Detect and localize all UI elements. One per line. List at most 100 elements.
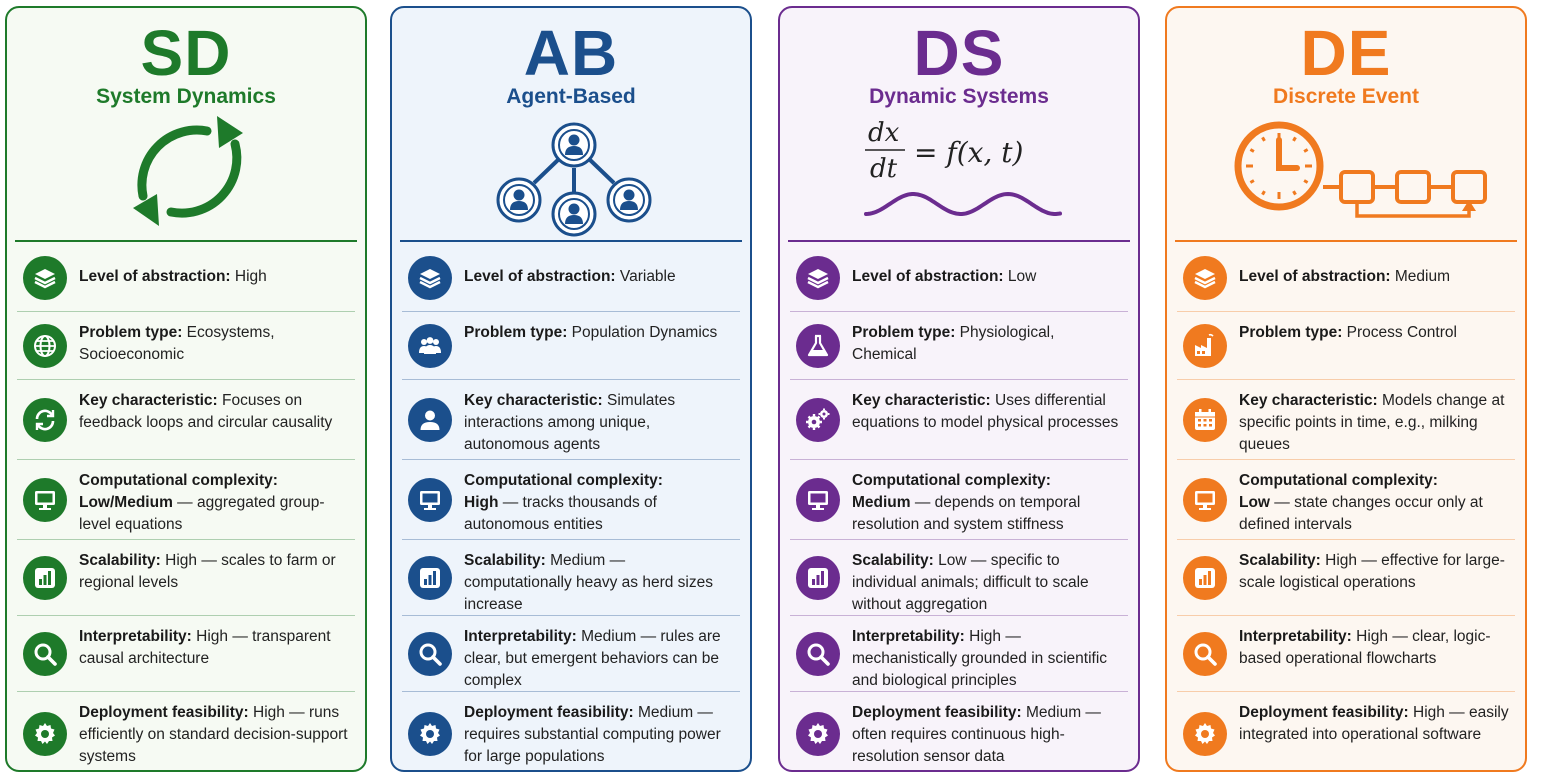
gear-icon	[796, 712, 840, 756]
monitor-icon	[23, 478, 67, 522]
attribute-list: Level of abstraction: High Problem type:…	[17, 244, 355, 770]
clock-queue-icon	[1234, 121, 1487, 218]
attribute-value: Physiological, Chemical	[852, 324, 1055, 363]
attribute-value: High — effective for large-scale logisti…	[1239, 552, 1505, 591]
attribute-text: Key characteristic: Models change at spe…	[1239, 390, 1509, 456]
attribute-row: Interpretability: High — transparent cau…	[17, 616, 355, 692]
feedback-cycle-icon	[133, 116, 243, 226]
attribute-label: Interpretability:	[1239, 628, 1352, 645]
attribute-text: Interpretability: Medium — rules are cle…	[464, 626, 734, 692]
person-icon	[408, 398, 452, 442]
flask-icon	[796, 324, 840, 368]
attribute-value: Medium — often requires continuous high-…	[852, 704, 1101, 765]
bar-chart-icon	[408, 556, 452, 600]
attribute-label: Computational complexity:	[852, 472, 1051, 489]
attribute-text: Key characteristic: Uses differential eq…	[852, 390, 1122, 434]
attribute-row: Scalability: High — scales to farm or re…	[17, 540, 355, 616]
bar-chart-icon	[1183, 556, 1227, 600]
card-ds: DS Dynamic Systems dx dt = f(x, t) Level…	[778, 6, 1140, 772]
attribute-label: Problem type:	[464, 324, 568, 341]
header-divider	[400, 240, 742, 242]
attribute-value: Medium — rules are clear, but emergent b…	[464, 628, 721, 689]
attribute-text: Deployment feasibility: Medium — often r…	[852, 702, 1122, 768]
card-subtitle: System Dynamics	[96, 85, 276, 108]
attribute-value: High — mechanistically grounded in scien…	[852, 628, 1108, 689]
attribute-text: Problem type: Population Dynamics	[464, 322, 734, 344]
card-abbreviation: DS	[913, 17, 1005, 89]
attribute-text: Computational complexity: Low — state cha…	[1239, 470, 1509, 536]
attribute-value: High — clear, logic-based operational fl…	[1239, 628, 1491, 667]
layers-icon	[408, 256, 452, 300]
attribute-text: Deployment feasibility: Medium — require…	[464, 702, 734, 768]
attribute-level: Low	[1239, 494, 1270, 511]
attribute-text: Level of abstraction: High	[79, 266, 349, 288]
attribute-value: Medium	[1390, 268, 1451, 285]
gear-icon	[408, 712, 452, 756]
attribute-row: Deployment feasibility: High — runs effi…	[17, 692, 355, 770]
header-divider	[788, 240, 1130, 242]
bar-chart-icon	[796, 556, 840, 600]
attribute-text: Interpretability: High — transparent cau…	[79, 626, 349, 670]
layers-icon	[796, 256, 840, 300]
card-abbreviation: SD	[140, 17, 232, 89]
attribute-text: Level of abstraction: Low	[852, 266, 1122, 288]
attribute-value: Focuses on feedback loops and circular c…	[79, 392, 333, 431]
gear-icon	[23, 712, 67, 756]
attribute-text: Problem type: Ecosystems, Socioeconomic	[79, 322, 349, 366]
attribute-row: Interpretability: High — mechanistically…	[790, 616, 1128, 692]
attribute-row: Level of abstraction: Low	[790, 244, 1128, 312]
sine-wave-icon	[864, 149, 1062, 216]
refresh-icon	[23, 398, 67, 442]
attribute-text: Scalability: Medium — computationally he…	[464, 550, 734, 616]
attribute-value: Process Control	[1342, 324, 1457, 341]
attribute-row: Interpretability: High — clear, logic-ba…	[1177, 616, 1515, 692]
attribute-label: Computational complexity:	[1239, 472, 1438, 489]
attribute-value: Medium — requires substantial computing …	[464, 704, 721, 765]
globe-icon	[23, 324, 67, 368]
attribute-label: Deployment feasibility:	[464, 704, 634, 721]
bar-chart-icon	[23, 556, 67, 600]
attribute-value: — tracks thousands of autonomous entitie…	[464, 494, 657, 533]
attribute-text: Scalability: High — scales to farm or re…	[79, 550, 349, 594]
monitor-icon	[408, 478, 452, 522]
attribute-label: Key characteristic:	[852, 392, 991, 409]
attribute-label: Key characteristic:	[79, 392, 218, 409]
attribute-label: Problem type:	[79, 324, 183, 341]
header-divider	[1175, 240, 1517, 242]
attribute-value: Low — specific to individual animals; di…	[852, 552, 1089, 613]
gear-icon	[1183, 712, 1227, 756]
attribute-row: Computational complexity:High — tracks t…	[402, 460, 740, 540]
attribute-value: Medium — computationally heavy as herd s…	[464, 552, 713, 613]
attribute-row: Computational complexity: Low — state cha…	[1177, 460, 1515, 540]
magnifier-icon	[23, 632, 67, 676]
attribute-text: Computational complexity:Low/Medium — ag…	[79, 470, 349, 536]
magnifier-icon	[796, 632, 840, 676]
attribute-value: Low	[1003, 268, 1037, 285]
attribute-label: Level of abstraction:	[852, 268, 1004, 285]
attribute-row: Key characteristic: Models change at spe…	[1177, 380, 1515, 460]
attribute-value: — state changes occur only at defined in…	[1239, 494, 1483, 533]
attribute-text: Problem type: Process Control	[1239, 322, 1509, 344]
attribute-row: Problem type: Process Control	[1177, 312, 1515, 380]
attribute-row: Computational complexity:Low/Medium — ag…	[17, 460, 355, 540]
attribute-label: Scalability:	[852, 552, 934, 569]
attribute-level: Medium	[852, 494, 911, 511]
attribute-label: Level of abstraction:	[79, 268, 231, 285]
card-header: DE Discrete Event	[1167, 8, 1525, 240]
attribute-value: Models change at specific points in time…	[1239, 392, 1505, 453]
attribute-row: Key characteristic: Simulates interactio…	[402, 380, 740, 460]
attribute-row: Key characteristic: Focuses on feedback …	[17, 380, 355, 460]
attribute-text: Interpretability: High — clear, logic-ba…	[1239, 626, 1509, 670]
card-abbreviation: DE	[1300, 17, 1392, 89]
attribute-text: Deployment feasibility: High — runs effi…	[79, 702, 349, 768]
layers-icon	[1183, 256, 1227, 300]
attribute-row: Scalability: High — effective for large-…	[1177, 540, 1515, 616]
card-subtitle: Dynamic Systems	[869, 85, 1049, 108]
attribute-list: Level of abstraction: Variable Problem t…	[402, 244, 740, 770]
attribute-level: Low/Medium	[79, 494, 173, 511]
attribute-text: Scalability: Low — specific to individua…	[852, 550, 1122, 616]
group-icon	[408, 324, 452, 368]
attribute-row: Scalability: Medium — computationally he…	[402, 540, 740, 616]
magnifier-icon	[1183, 632, 1227, 676]
attribute-row: Computational complexity:Medium — depend…	[790, 460, 1128, 540]
